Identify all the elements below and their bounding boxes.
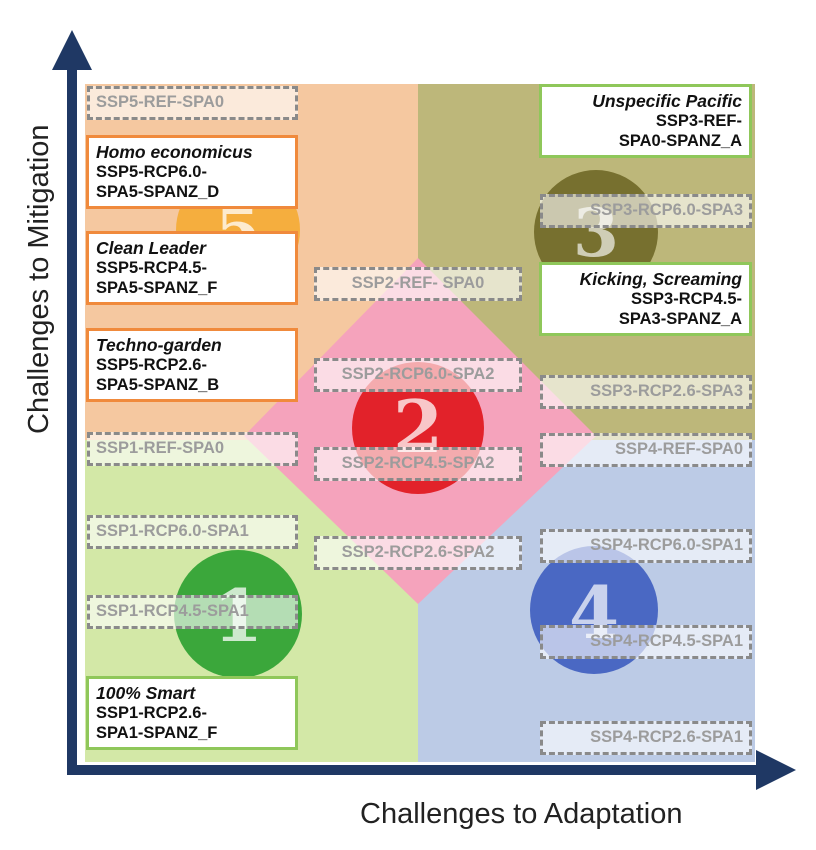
scenario-code-line1: SSP5-RCP4.5- (96, 259, 207, 277)
label-ssp5-ref: SSP5-REF-SPA0 (87, 86, 298, 120)
scenario-code-line1: SSP5-RCP2.6- (96, 356, 207, 374)
scenario-code-line2: SPA5-SPANZ_B (96, 376, 220, 394)
label-ssp2-ref: SSP2-REF- SPA0 (314, 267, 522, 301)
y-axis-arrow (52, 30, 92, 70)
scenario-code-line2: SPA5-SPANZ_D (96, 183, 220, 201)
scenario-name: Homo economicus (96, 142, 253, 162)
x-axis-arrow (756, 750, 796, 790)
scenario-code-line2: SPA5-SPANZ_F (96, 279, 218, 297)
scenario-code-line1: SSP3-REF- (655, 112, 742, 130)
scenario-code-line1: SSP1-RCP2.6- (96, 704, 207, 722)
label-ssp2-rcp45: SSP2-RCP4.5-SPA2 (314, 447, 522, 481)
label-ssp3-rcp60: SSP3-RCP6.0-SPA3 (540, 194, 752, 228)
label-ssp4-ref: SSP4-REF-SPA0 (540, 433, 752, 467)
label-ssp1-rcp45: SSP1-RCP4.5-SPA1 (87, 595, 298, 629)
label-ssp2-rcp60: SSP2-RCP6.0-SPA2 (314, 358, 522, 392)
scenario-code-line2: SPA3-SPANZ_A (618, 310, 742, 328)
label-ssp4-rcp26: SSP4-RCP2.6-SPA1 (540, 721, 752, 755)
label-ssp2-rcp26: SSP2-RCP2.6-SPA2 (314, 536, 522, 570)
label-ssp1-ref: SSP1-REF-SPA0 (87, 432, 298, 466)
y-axis-label: Challenges to Mitigation (23, 124, 55, 434)
scenario-box-100-smart: 100% Smart SSP1-RCP2.6- SPA1-SPANZ_F (86, 676, 298, 750)
axes (52, 30, 796, 790)
scenario-code-line2: SPA0-SPANZ_A (618, 132, 742, 150)
label-ssp3-rcp26: SSP3-RCP2.6-SPA3 (540, 375, 752, 409)
scenario-name: Techno-garden (96, 335, 222, 355)
scenario-name: 100% Smart (96, 683, 196, 703)
x-axis-label: Challenges to Adaptation (360, 798, 683, 830)
label-ssp1-rcp60: SSP1-RCP6.0-SPA1 (87, 515, 298, 549)
scenario-code-line2: SPA1-SPANZ_F (96, 724, 218, 742)
scenario-box-homo-economicus: Homo economicus SSP5-RCP6.0- SPA5-SPANZ_… (86, 135, 298, 209)
scenario-box-unspecific-pacific: Unspecific Pacific SSP3-REF- SPA0-SPANZ_… (539, 84, 752, 158)
scenario-box-kicking-screaming: Kicking, Screaming SSP3-RCP4.5- SPA3-SPA… (539, 262, 752, 336)
label-ssp4-rcp45: SSP4-RCP4.5-SPA1 (540, 625, 752, 659)
scenario-name: Kicking, Screaming (579, 269, 742, 289)
scenario-code-line1: SSP3-RCP4.5- (631, 290, 742, 308)
label-ssp4-rcp60: SSP4-RCP6.0-SPA1 (540, 529, 752, 563)
scenario-name: Clean Leader (96, 238, 206, 258)
scenario-box-clean-leader: Clean Leader SSP5-RCP4.5- SPA5-SPANZ_F (86, 231, 298, 305)
scenario-box-techno-garden: Techno-garden SSP5-RCP2.6- SPA5-SPANZ_B (86, 328, 298, 402)
scenario-code-line1: SSP5-RCP6.0- (96, 163, 207, 181)
scenario-name: Unspecific Pacific (592, 91, 742, 111)
